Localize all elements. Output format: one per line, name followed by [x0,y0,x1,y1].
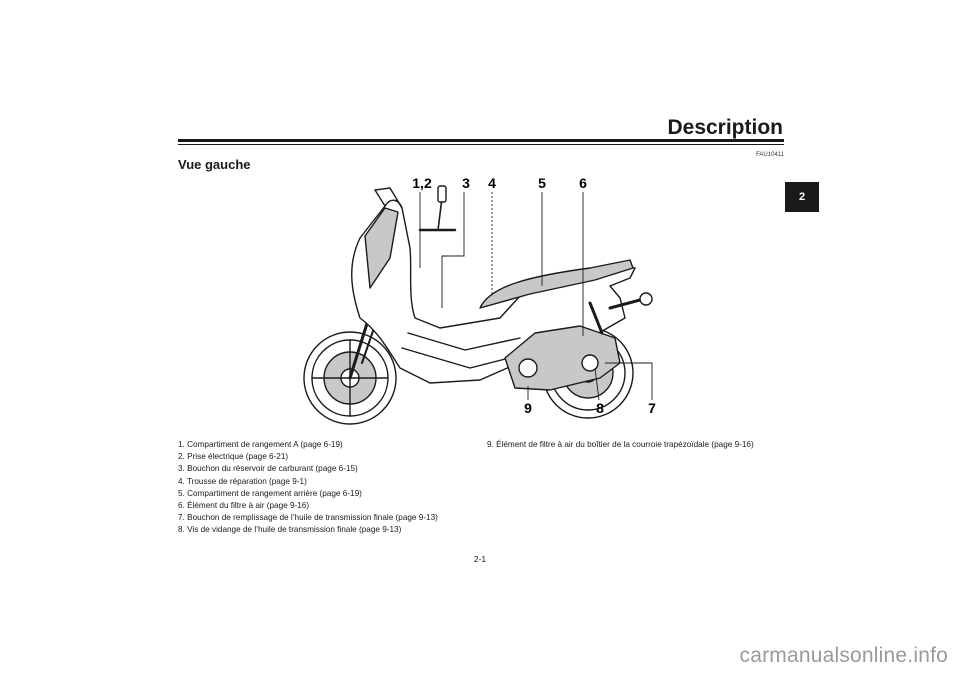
page-title: Description [667,116,783,139]
section-heading: Vue gauche [178,157,251,172]
callout-5: 5 [538,175,546,191]
legend-item: 9. Élément de filtre à air du boîtier de… [487,440,754,449]
legend-item: 4. Trousse de réparation (page 9-1) [178,476,307,486]
legend-item: 1. Compartiment de rangement A (page 6-1… [178,440,343,449]
callout-8: 8 [596,400,604,416]
legend-left-column: 1. Compartiment de rangement A (page 6-1… [178,439,438,537]
chapter-tab[interactable]: 2 [785,182,819,212]
callout-9: 9 [524,400,532,416]
header-rule-thick [178,139,784,142]
callout-7: 7 [648,400,656,416]
legend-item: 6. Élément du filtre à air (page 9-16) [178,501,310,511]
legend-item: 3. Bouchon du réservoir de carburant (pa… [178,464,358,474]
page-number: 2-1 [473,554,487,564]
callout-6: 6 [579,175,587,191]
callout-1-2: 1,2 [412,175,432,191]
legend-item: 5. Compartiment de rangement arrière (pa… [178,488,362,498]
document-code: FAU10411 [756,152,784,158]
seat [479,259,634,309]
scooter-left-view-illustration: 1,2 3 4 5 6 9 8 7 [303,175,656,425]
legend-item: 2. Prise électrique (page 6-21) [178,452,289,462]
callout-3: 3 [462,175,470,191]
callout-4: 4 [488,175,496,191]
legend-item: 7. Bouchon de remplissage de l’huile de … [178,513,438,523]
watermark[interactable]: carmanualsonline.info [739,644,948,667]
legend-right-column: 9. Élément de filtre à air du boîtier de… [487,439,754,451]
legend-item: 8. Vis de vidange de l’huile de transmis… [178,525,402,535]
header-rule-thin [178,144,784,145]
